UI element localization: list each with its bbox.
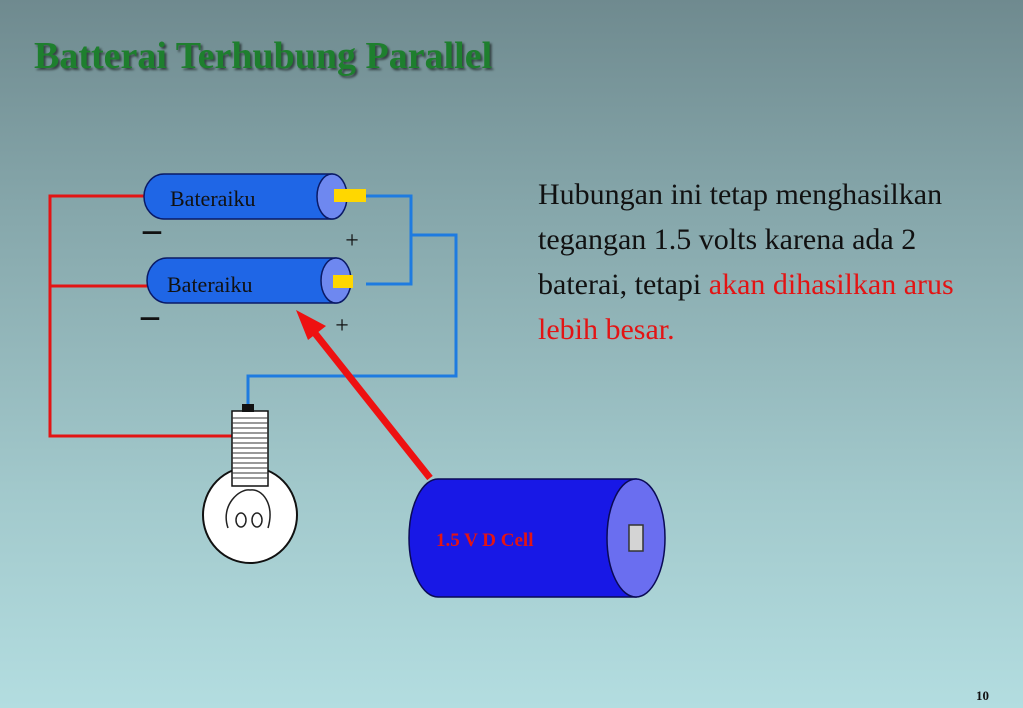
battery-top: Bateraiku — [143, 173, 366, 220]
slide-title: Batterai Terhubung Parallel — [34, 35, 493, 77]
positive-wire-top — [366, 194, 413, 286]
plus-sign-bottom: + — [335, 313, 349, 339]
pointer-arrow — [296, 310, 433, 481]
d-cell-body — [408, 478, 637, 598]
minus-sign-top: − — [141, 210, 164, 255]
bulb-contact — [242, 404, 254, 412]
positive-wire-bulb — [246, 233, 458, 408]
explanation-highlight: akan dihasilkan arus lebih besar. — [538, 268, 954, 346]
battery-top-terminal — [334, 189, 366, 202]
battery-bottom-terminal — [333, 275, 353, 288]
battery-top-label: Bateraiku — [170, 186, 256, 211]
d-cell-terminal — [628, 524, 644, 552]
plus-sign-top: + — [345, 228, 359, 254]
positive-wires — [246, 194, 458, 408]
battery-bottom: Bateraiku — [146, 257, 353, 304]
negative-wire-top — [48, 194, 240, 438]
light-bulb — [202, 404, 298, 564]
explanation-plain: Hubungan ini tetap menghasilkan tegangan… — [538, 178, 943, 301]
battery-bottom-label: Bateraiku — [167, 272, 253, 297]
battery-top-body — [143, 173, 333, 220]
d-cell-label: 1.5 V D Cell — [436, 530, 533, 551]
minus-sign-bottom: − — [139, 296, 162, 341]
d-cell-battery: 1.5 V D Cell — [408, 478, 666, 598]
battery-bottom-body — [146, 257, 337, 304]
page-number: 10 — [976, 688, 989, 703]
explanation-text: Hubungan ini tetap menghasilkan tegangan… — [538, 172, 968, 352]
negative-wires — [48, 194, 240, 438]
bulb-base-threads — [232, 417, 268, 479]
bulb-filament — [225, 489, 271, 529]
